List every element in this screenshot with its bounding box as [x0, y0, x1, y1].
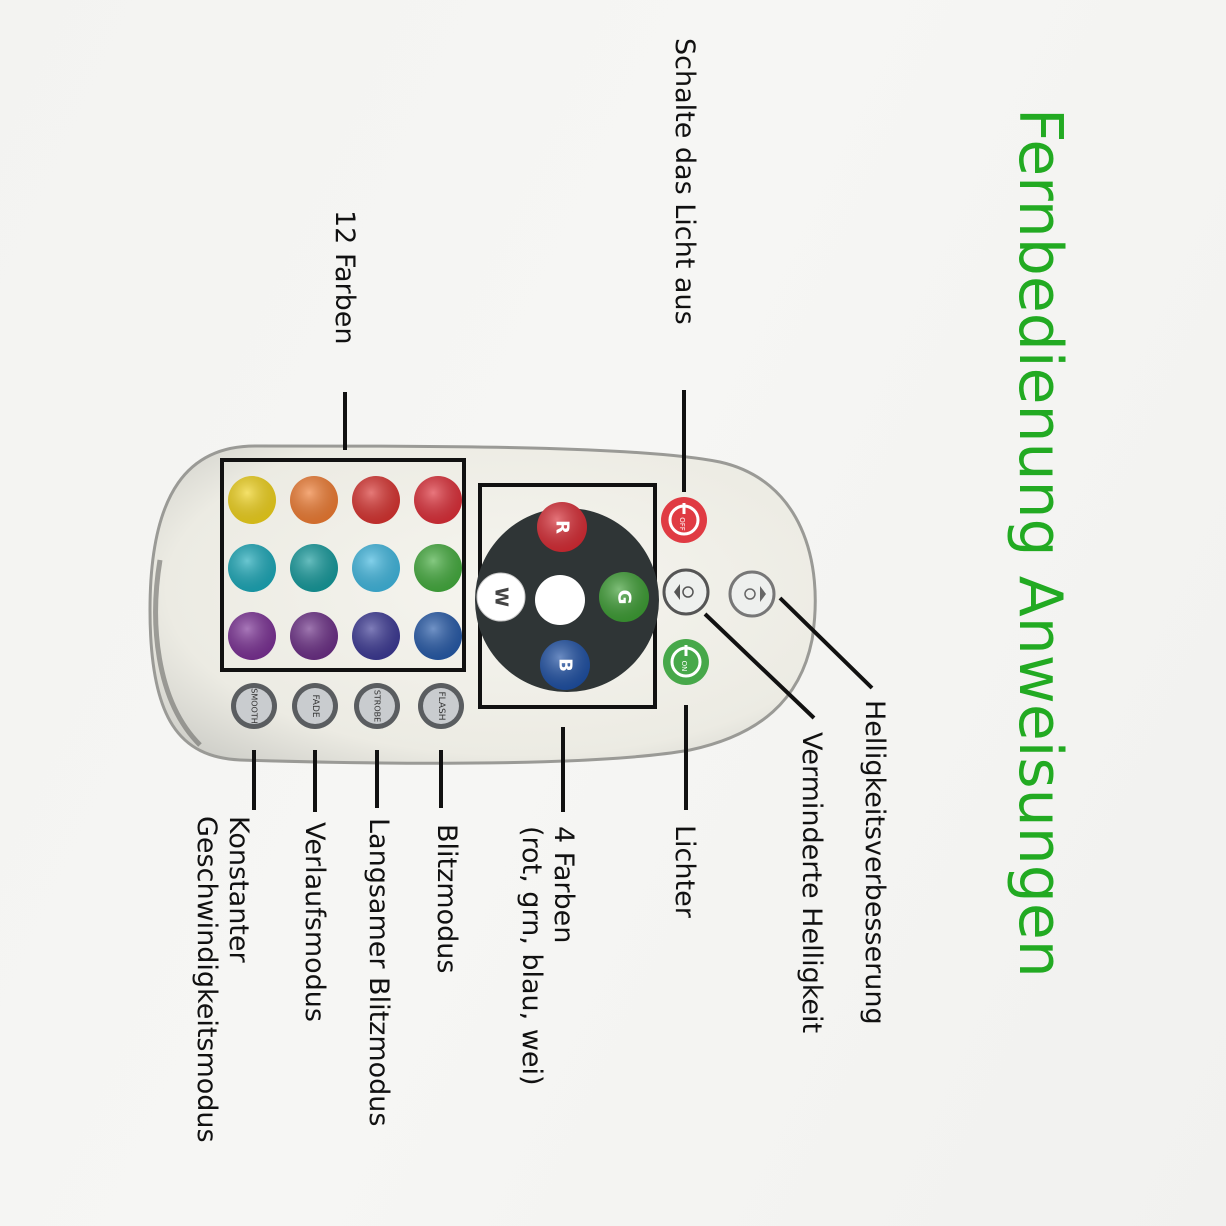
blue-button[interactable]: B: [540, 640, 590, 690]
label-flash: Blitzmodus: [431, 824, 462, 974]
label-smooth: Konstanter Geschwindigkeitsmodus: [190, 816, 254, 1143]
leader-brightness-up: [778, 596, 874, 690]
color-button-shade: [352, 612, 400, 660]
label-fade: Verlaufsmodus: [299, 822, 330, 1022]
fade-button[interactable]: FADE: [292, 683, 338, 729]
mode-button-face: [236, 688, 272, 724]
label-12-colors: 12 Farben: [329, 210, 360, 345]
label-off: Schalte das Licht aus: [669, 38, 700, 325]
flash-button[interactable]: FLASH: [418, 683, 464, 729]
green-button[interactable]: G: [599, 572, 649, 622]
color-button-shade: [414, 544, 462, 592]
mode-button-label: STROBE: [373, 690, 382, 722]
mode-button-label: FLASH: [436, 691, 446, 720]
brightness-up-button[interactable]: [728, 570, 776, 618]
color-button-shade: [352, 476, 400, 524]
white-button-label: W: [491, 587, 512, 607]
mode-buttons: FLASH STROBE FADE SMOOTH: [231, 683, 464, 729]
green-button-label: G: [614, 590, 635, 605]
label-4-colors: 4 Farben (rot, grn, blau, wei): [515, 826, 579, 1086]
off-button-label: OFF: [678, 517, 686, 531]
on-button-label: ON: [680, 661, 688, 672]
on-button[interactable]: ON: [663, 639, 709, 685]
label-smooth-line2: Geschwindigkeitsmodus: [191, 816, 222, 1143]
blue-button-label: B: [555, 658, 576, 672]
leader-brightness-down: [703, 612, 816, 720]
white-button[interactable]: W: [476, 572, 526, 622]
rgbw-wheel-center: [535, 575, 585, 625]
strobe-button[interactable]: STROBE: [354, 683, 400, 729]
label-brightness-up: Helligkeitsverbesserung: [859, 700, 890, 1025]
label-smooth-line1: Konstanter: [223, 816, 254, 963]
mode-button-face: [359, 688, 395, 724]
smooth-button[interactable]: SMOOTH: [231, 683, 277, 729]
color-button-shade: [290, 476, 338, 524]
mode-button-label: FADE: [310, 694, 320, 717]
color-button-shade: [414, 476, 462, 524]
mode-button-face: [297, 688, 333, 724]
label-brightness-down: Verminderte Helligkeit: [796, 732, 827, 1034]
sun-icon: [682, 586, 694, 598]
color-button-shade: [352, 544, 400, 592]
brightness-down-button[interactable]: [662, 568, 710, 616]
red-button[interactable]: R: [537, 502, 587, 552]
leader-lines: [252, 390, 874, 812]
color-button-shade: [228, 544, 276, 592]
color-button-shade: [228, 476, 276, 524]
label-4-colors-line2: (rot, grn, blau, wei): [516, 826, 547, 1086]
label-strobe: Langsamer Blitzmodus: [363, 818, 394, 1127]
label-on: Lichter: [669, 825, 700, 918]
mode-button-face: [423, 688, 459, 724]
off-button[interactable]: OFF: [661, 497, 707, 543]
color-button-shade: [414, 612, 462, 660]
page-title: Fernbedienung Anweisungen: [1005, 108, 1075, 978]
remote-edge-shadow: [153, 559, 202, 747]
arrow-icon: [760, 586, 766, 602]
sun-icon: [744, 588, 756, 600]
red-button-label: R: [552, 520, 573, 534]
color-button-shade: [290, 612, 338, 660]
color-grid: [228, 476, 462, 660]
mode-button-label: SMOOTH: [250, 688, 259, 723]
label-4-colors-line1: 4 Farben: [548, 826, 579, 944]
colors-12-box: [220, 458, 466, 672]
color-button-shade: [228, 612, 276, 660]
arrow-icon: [674, 584, 680, 600]
color-button-shade: [290, 544, 338, 592]
